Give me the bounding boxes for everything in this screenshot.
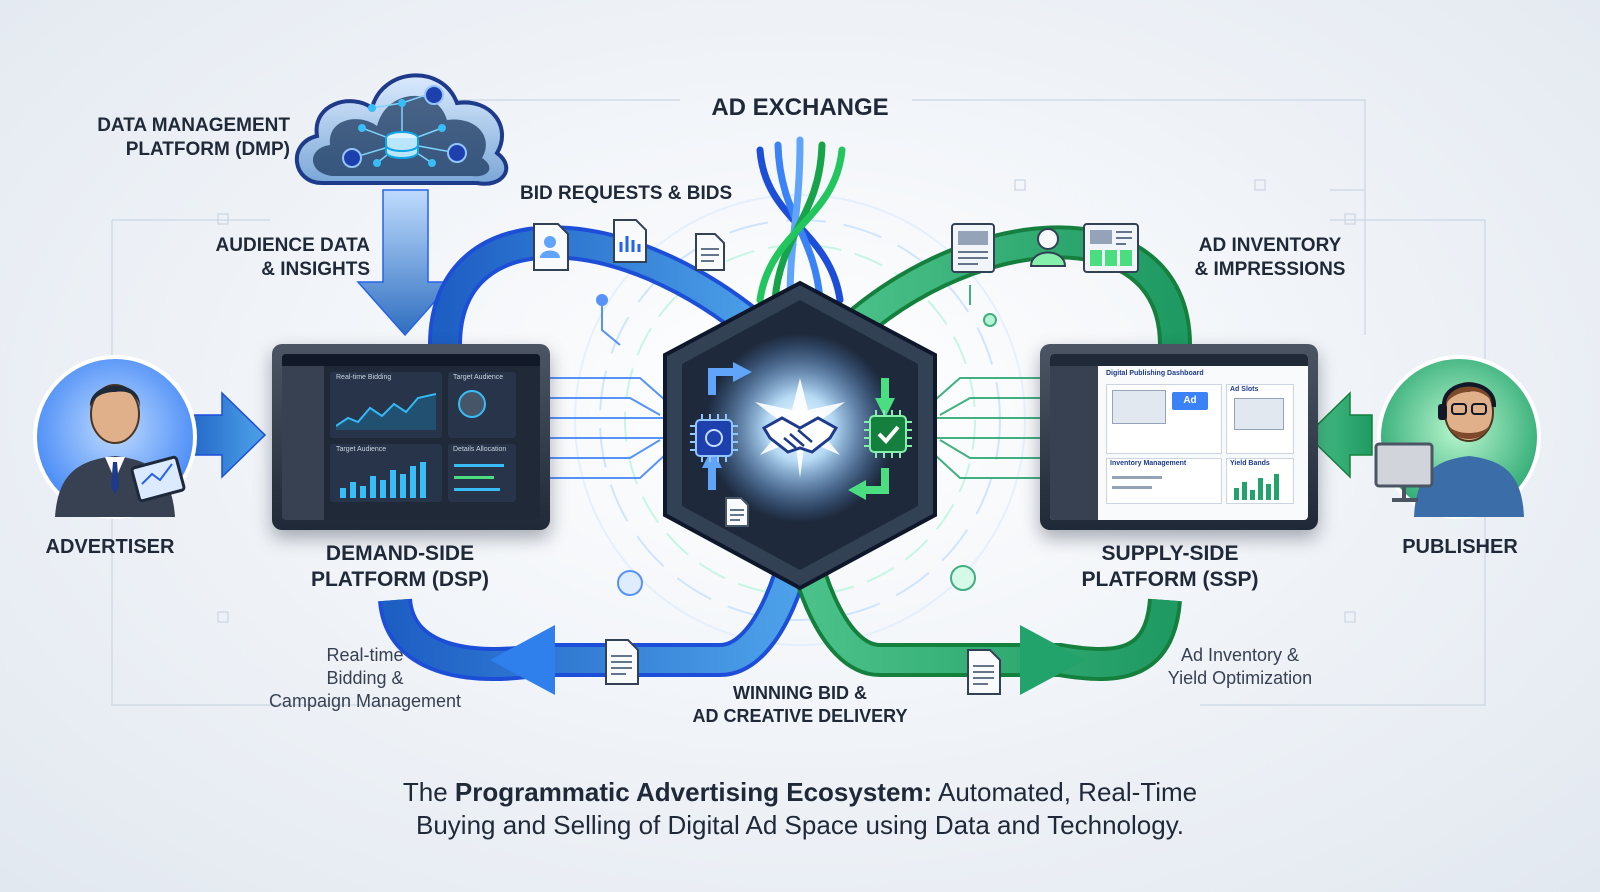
ad-layout-icon bbox=[951, 223, 995, 273]
chart-document-icon bbox=[613, 219, 647, 263]
ssp-panel-title: Ad Slots bbox=[1230, 386, 1259, 393]
dsp-panel-title: Target Audience bbox=[453, 374, 504, 381]
ssp-dashboard-title: Digital Publishing Dashboard bbox=[1106, 370, 1204, 377]
user-profile-icon bbox=[1029, 228, 1067, 267]
ad-placeholder bbox=[1112, 390, 1166, 424]
ad-badge: Ad bbox=[1172, 392, 1208, 410]
ssp-panel-title: Yield Bands bbox=[1230, 460, 1270, 467]
audience-avatar bbox=[458, 390, 486, 418]
document-icon bbox=[967, 649, 1001, 695]
ssp-panel-title: Inventory Management bbox=[1110, 460, 1187, 467]
caption-line-1: The Programmatic Advertising Ecosystem: … bbox=[402, 777, 1198, 807]
dsp-subtitle: Real-time Bidding & Campaign Management bbox=[268, 645, 462, 711]
document-icon bbox=[725, 497, 749, 527]
dsp-panel-title: Details Allocation bbox=[453, 446, 507, 453]
bid-requests-label: BID REQUESTS & BIDS bbox=[520, 183, 733, 204]
winning-bid-label: WINNING BID & AD CREATIVE DELIVERY bbox=[692, 683, 908, 726]
cpu-chip-icon bbox=[690, 414, 738, 462]
audience-data-arrow bbox=[356, 189, 454, 337]
cloud-database-icon bbox=[294, 73, 509, 186]
handshake-icon bbox=[761, 416, 839, 454]
caption-line-2: Buying and Selling of Digital Ad Space u… bbox=[415, 810, 1184, 840]
advertiser-avatar bbox=[33, 355, 197, 519]
publisher-arrow bbox=[1305, 391, 1373, 479]
publisher-label: PUBLISHER bbox=[1402, 536, 1518, 558]
ssp-subtitle: Ad Inventory & Yield Optimization bbox=[1167, 645, 1313, 688]
publisher-avatar bbox=[1374, 355, 1541, 519]
ad-inventory-label: AD INVENTORY & IMPRESSIONS bbox=[1194, 235, 1346, 280]
dsp-dashboard: Real-time Bidding Target Audience Target… bbox=[272, 344, 550, 530]
caption: The Programmatic Advertising Ecosystem: … bbox=[0, 776, 1600, 842]
document-icon bbox=[695, 233, 725, 271]
ssp-label: SUPPLY-SIDE PLATFORM (SSP) bbox=[1081, 542, 1259, 591]
dsp-panel-title: Real-time Bidding bbox=[336, 374, 392, 381]
audience-data-label: AUDIENCE DATA & INSIGHTS bbox=[215, 235, 370, 280]
dsp-panel-title: Target Audience bbox=[336, 446, 387, 453]
ad-layout-icon bbox=[1083, 223, 1139, 273]
dsp-label: DEMAND-SIDE PLATFORM (DSP) bbox=[310, 542, 490, 591]
dsp-bar-chart bbox=[340, 462, 426, 498]
ad-exchange-title: AD EXCHANGE bbox=[711, 94, 889, 121]
advertiser-label: ADVERTISER bbox=[45, 536, 175, 558]
document-icon bbox=[605, 639, 639, 685]
ssp-dashboard: Digital Publishing Dashboard Ad Ad Slots… bbox=[1040, 344, 1318, 530]
user-profile-icon bbox=[533, 223, 569, 271]
check-chip-icon bbox=[864, 410, 912, 458]
dmp-label: DATA MANAGEMENT PLATFORM (DMP) bbox=[97, 115, 290, 160]
dsp-line-chart bbox=[336, 393, 436, 430]
ssp-bar-chart bbox=[1234, 474, 1279, 500]
